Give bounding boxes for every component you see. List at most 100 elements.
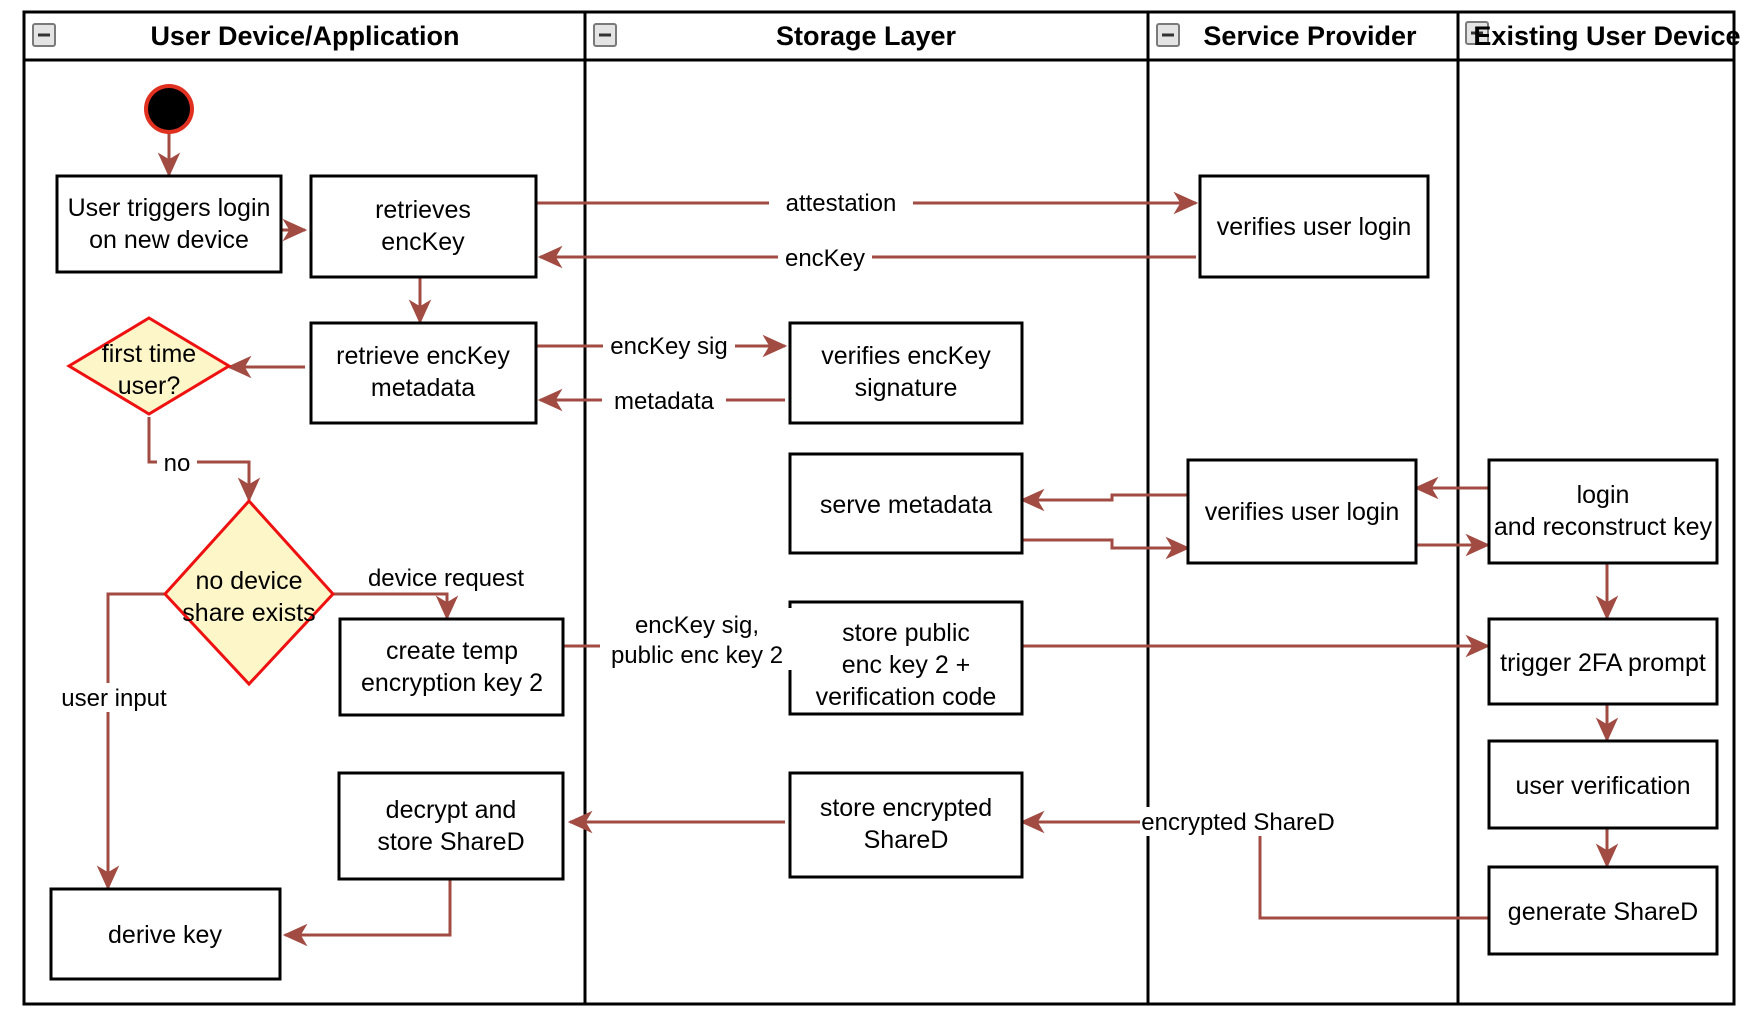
node-create-temp-encryption-key-2[interactable]: create temp encryption key 2 <box>338 617 565 717</box>
node-label-line: first time <box>102 340 196 368</box>
node-box[interactable] <box>788 771 1024 879</box>
lane-header-service-provider[interactable]: Service Provider <box>1156 21 1417 51</box>
label-bg <box>1140 807 1336 836</box>
node-box[interactable] <box>788 600 1024 716</box>
node-label-line: create temp <box>386 637 518 665</box>
node-label-line: on new device <box>89 226 249 254</box>
decision-diamond[interactable] <box>66 316 232 416</box>
node-label-line: derive key <box>108 921 222 949</box>
edge-label-attestation: attestation <box>786 190 897 217</box>
node-label-line: decrypt and <box>386 796 517 824</box>
edge-no-to-no-device-share <box>147 417 261 503</box>
edge-label-no-group: no <box>157 448 197 477</box>
node-label-line: user? <box>118 372 181 400</box>
node-label-line: verifies user login <box>1217 213 1412 241</box>
node-generate-shared[interactable]: generate ShareD <box>1487 865 1719 956</box>
edge-label-public-enc-key-2-line2: public enc key 2 <box>611 642 783 669</box>
node-decrypt-and-store-shared[interactable]: decrypt and store ShareD <box>337 771 565 881</box>
node-serve-metadata[interactable]: serve metadata <box>788 452 1024 555</box>
label-bg <box>602 386 726 415</box>
node-box[interactable] <box>337 771 565 881</box>
label-bg <box>157 448 197 477</box>
lane-header-user-device[interactable]: User Device/Application <box>32 21 460 51</box>
edge-user-input <box>96 592 165 891</box>
edge-label-enckey: encKey <box>785 245 865 272</box>
node-box[interactable] <box>1198 174 1430 279</box>
edge-label-encrypted-shared-group: encrypted ShareD <box>1140 807 1336 836</box>
edge-label-enckey-sig: encKey sig <box>610 333 727 360</box>
node-label-line: encryption key 2 <box>361 669 543 697</box>
node-box[interactable] <box>338 617 565 717</box>
node-retrieves-enckey[interactable]: retrieves encKey <box>309 174 538 279</box>
lane-header-storage[interactable]: Storage Layer <box>593 21 957 51</box>
edge-label-metadata: metadata <box>614 388 715 415</box>
node-box[interactable] <box>55 174 283 274</box>
node-label-line: User triggers login <box>68 194 271 222</box>
node-login-and-reconstruct-key[interactable]: login and reconstruct key <box>1487 458 1719 565</box>
node-label-line: verification code <box>816 683 997 711</box>
node-derive-key[interactable]: derive key <box>49 887 282 981</box>
node-user-triggers-login[interactable]: User triggers login on new device <box>55 174 283 274</box>
lane-header-existing-device[interactable]: Existing User Device <box>1465 21 1741 51</box>
node-label-line: metadata <box>371 374 475 402</box>
node-store-encrypted-shared[interactable]: store encrypted ShareD <box>788 771 1024 879</box>
node-user-verification[interactable]: user verification <box>1487 739 1719 830</box>
node-verifies-enckey-signature[interactable]: verifies encKey signature <box>788 321 1024 425</box>
label-bg <box>769 188 913 217</box>
node-verifies-user-login-2[interactable]: verifies user login <box>1186 458 1418 565</box>
edge-decrypt-to-derive-key <box>282 880 452 947</box>
node-label-line: login <box>1577 481 1630 509</box>
node-label-line: ShareD <box>864 826 949 854</box>
node-box[interactable] <box>1186 458 1418 565</box>
lane-title-user-device: User Device/Application <box>150 21 459 51</box>
edge-labels: attestation encKey encKey sig metadata n… <box>50 188 1336 836</box>
node-box[interactable] <box>1487 617 1719 706</box>
edge-label-enckey-sig-public-enc-key-2-group: encKey sig, public enc key 2 <box>600 608 795 670</box>
node-box[interactable] <box>309 174 538 279</box>
edge-label-enckey-group: encKey <box>778 243 872 272</box>
node-box[interactable] <box>1487 458 1719 565</box>
edge-serve-metadata-to-verifies <box>1022 536 1191 560</box>
lane-title-existing-device: Existing User Device <box>1473 21 1740 51</box>
node-label-line: user verification <box>1515 772 1690 800</box>
label-bg <box>50 683 178 712</box>
swimlane-frame <box>22 10 1736 1006</box>
node-box[interactable] <box>788 321 1024 425</box>
lane-title-service-provider: Service Provider <box>1203 21 1417 51</box>
node-label-line: generate ShareD <box>1508 898 1698 926</box>
edge-encrypted-shared <box>1019 810 1488 920</box>
label-bg <box>600 608 795 670</box>
node-start[interactable] <box>144 84 194 134</box>
node-box[interactable] <box>1487 739 1719 830</box>
diagram-border <box>22 10 1736 1006</box>
node-no-device-share-exists[interactable]: no device share exists <box>162 498 336 687</box>
node-label-line: verifies encKey <box>821 342 991 370</box>
edge-verifies-to-serve-metadata <box>1019 488 1188 512</box>
node-trigger-2fa-prompt[interactable]: trigger 2FA prompt <box>1487 617 1719 706</box>
edge-label-encrypted-shared: encrypted ShareD <box>1141 809 1334 836</box>
node-retrieve-enckey-metadata[interactable]: retrieve encKey metadata <box>309 321 538 425</box>
node-label-line: serve metadata <box>820 491 992 519</box>
node-verifies-user-login-1[interactable]: verifies user login <box>1198 174 1430 279</box>
node-label-line: store ShareD <box>377 828 524 856</box>
edge-label-user-input-group: user input <box>50 683 178 712</box>
node-box[interactable] <box>49 887 282 981</box>
node-label-line: store public <box>842 619 970 647</box>
node-label-line: retrieve encKey <box>336 342 510 370</box>
node-label-line: retrieves <box>375 196 471 224</box>
node-box[interactable] <box>788 452 1024 555</box>
label-bg <box>603 331 735 360</box>
decision-diamond[interactable] <box>162 498 336 687</box>
node-label-line: share exists <box>182 599 315 627</box>
node-label-line: encKey <box>381 228 465 256</box>
edge-label-enckey-sig-line1: encKey sig, <box>635 612 759 639</box>
node-box[interactable] <box>309 321 538 425</box>
edge-label-no: no <box>164 450 191 477</box>
node-first-time-user[interactable]: first time user? <box>66 316 232 416</box>
node-store-public-enc-key-2[interactable]: store public enc key 2 + verification co… <box>788 600 1024 716</box>
start-node-fill <box>148 88 190 130</box>
node-label-line: store encrypted <box>820 794 992 822</box>
node-box[interactable] <box>1487 865 1719 956</box>
node-label-line: verifies user login <box>1205 498 1400 526</box>
